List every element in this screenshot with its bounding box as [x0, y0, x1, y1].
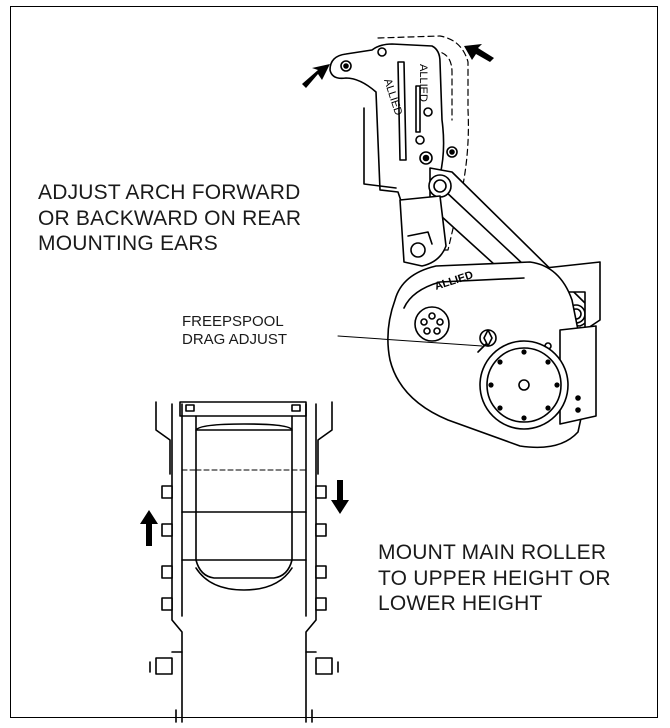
roller-note-line: MOUNT MAIN ROLLER	[378, 541, 607, 564]
drive-clamp	[399, 195, 447, 267]
drag-adjust-leader	[337, 335, 483, 347]
arch-drum-assembly: ALLIED ALLIED ALLIED	[302, 35, 601, 449]
down-arrow-icon	[331, 480, 349, 514]
arch-note-line: ADJUST ARCH FORWARD	[38, 181, 301, 204]
arch-note-line: OR BACKWARD ON REAR	[38, 206, 302, 230]
arch-adjust-note: ADJUST ARCH FORWARD OR BACKWARD ON REAR …	[38, 180, 301, 257]
drag-adjust-note: FREEPSPOOL DRAG ADJUST	[182, 313, 287, 350]
arrow-icon	[302, 64, 330, 88]
figure-frame	[10, 6, 658, 718]
arrow-icon	[464, 44, 494, 62]
drum-housing: ALLIED	[387, 261, 597, 449]
arch-brand-text-2: ALLIED	[417, 64, 429, 102]
up-arrow-icon	[140, 510, 158, 546]
drag-note-line: DRAG ADJUST	[182, 331, 288, 349]
roller-mount-note: MOUNT MAIN ROLLER TO UPPER HEIGHT OR LOW…	[378, 540, 611, 617]
arch-note-line: MOUNTING EARS	[38, 232, 218, 256]
drag-note-line: FREEPSPOOL	[182, 313, 284, 330]
roller-mount-front-view	[140, 401, 349, 723]
roller-note-line: LOWER HEIGHT	[378, 592, 543, 616]
roller-note-line: TO UPPER HEIGHT OR	[378, 566, 611, 590]
arch-arm: ALLIED ALLIED	[329, 43, 458, 211]
